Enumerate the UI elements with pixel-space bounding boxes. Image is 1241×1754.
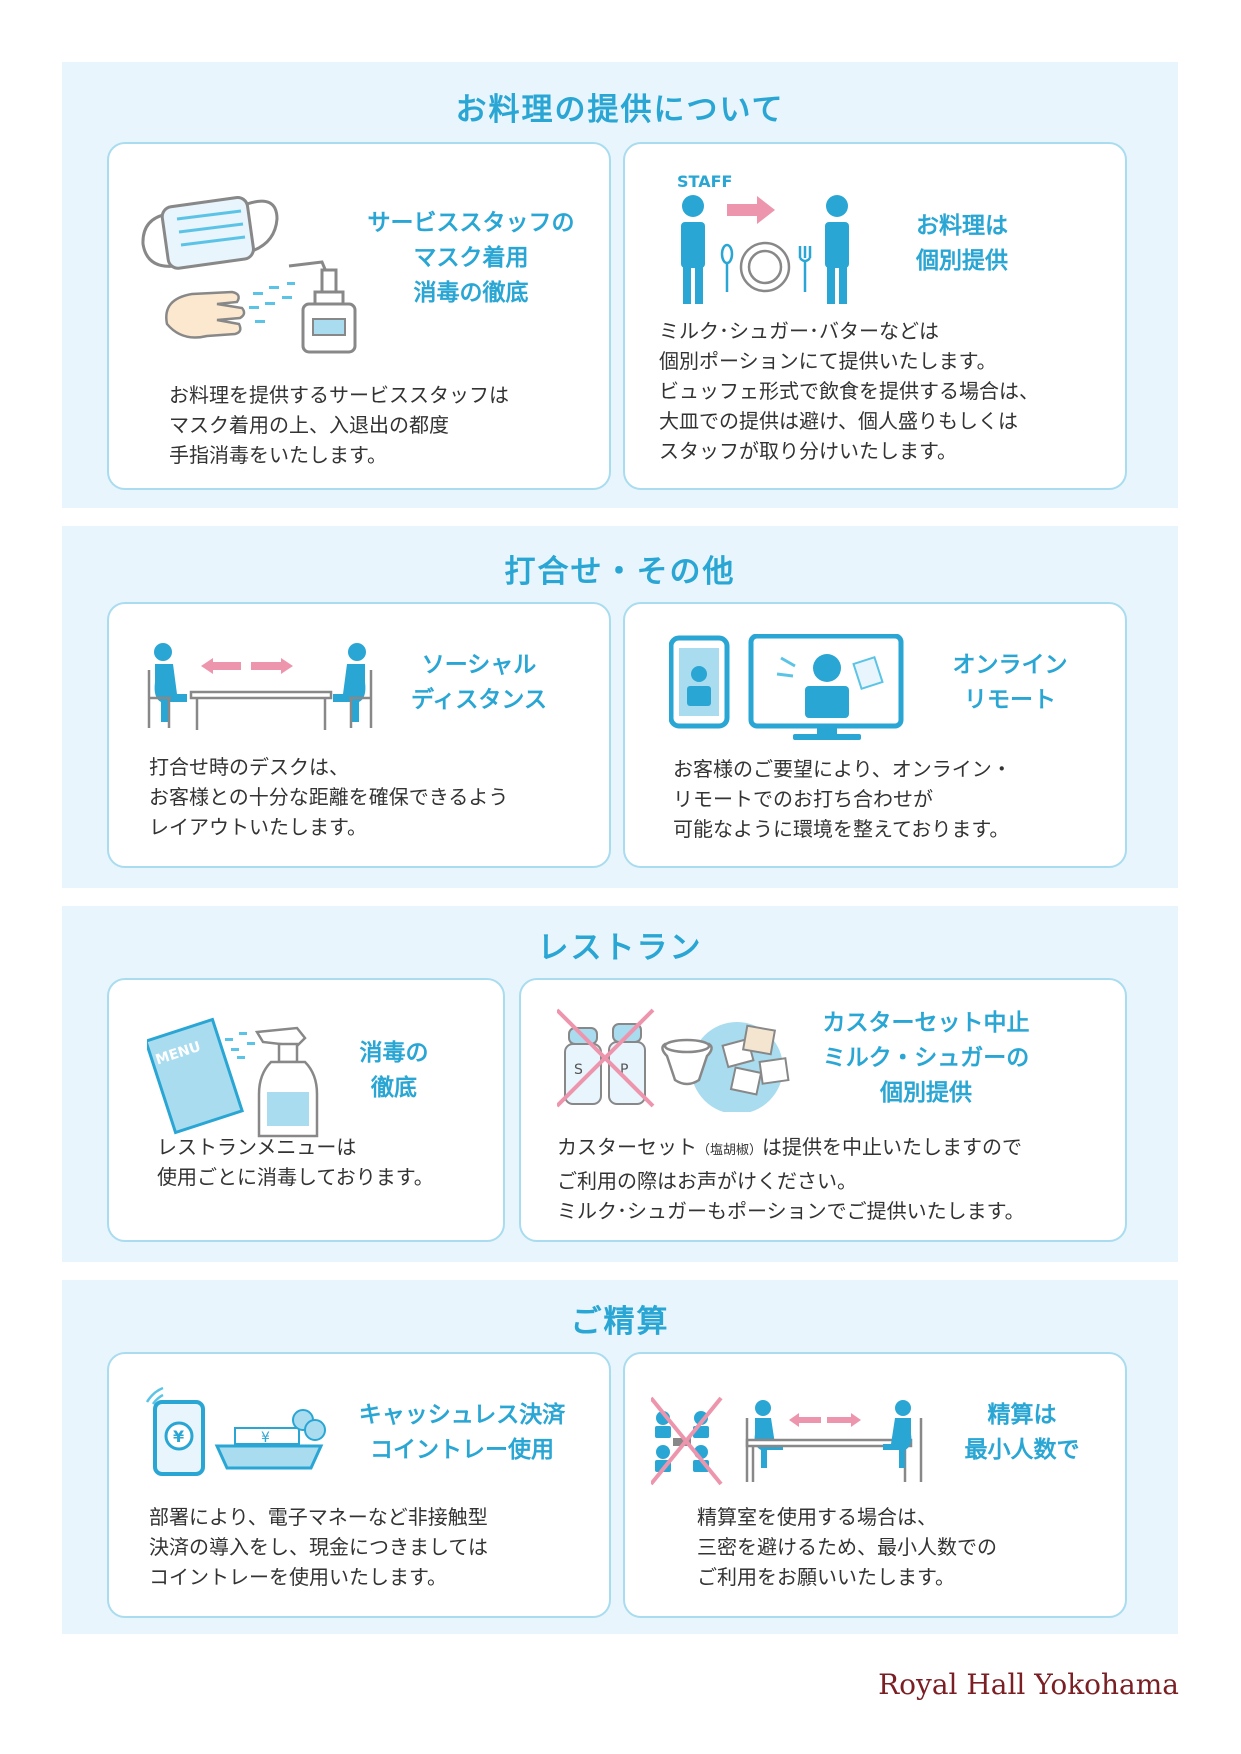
card-staff-mask: サービススタッフの マスク着用 消毒の徹底 お料理を提供するサービススタッフは …	[107, 142, 611, 490]
fork-icon	[798, 246, 812, 292]
venue-name: Royal Hall Yokohama	[878, 1668, 1179, 1701]
person-right-icon	[333, 643, 366, 722]
chair-right-icon	[349, 670, 373, 728]
person-left-icon	[754, 1400, 783, 1468]
section-food-service: お料理の提供について	[62, 62, 1178, 508]
spray-bottle-icon	[254, 1026, 319, 1138]
individual-serving-illustration	[681, 195, 849, 304]
section-restaurant: レストラン MENU 消毒の 徹底 レストランメニューは 使用ごとに消毒しており…	[62, 906, 1178, 1262]
yen-symbol: ¥	[173, 1427, 184, 1446]
card-caster-set: S P カスターセット中止 ミルク・シュガーの 個別提供	[519, 978, 1127, 1242]
card-heading: 精算は 最小人数で	[964, 1402, 1080, 1463]
card-heading: カスターセット中止 ミルク・シュガーの 個別提供	[822, 1010, 1030, 1106]
section-title: ご精算	[570, 1304, 670, 1340]
spoon-icon	[720, 243, 734, 292]
card-description: 打合せ時のデスクは、 お客様との十分な距離を確保できるよう レイアウトいたします…	[149, 755, 509, 839]
card-individual-serving: STAFF	[623, 142, 1127, 490]
double-arrow-icon	[789, 1413, 861, 1427]
minimum-people-illustration	[651, 1396, 923, 1486]
yen-symbol: ¥	[261, 1430, 270, 1446]
arrow-right-icon	[727, 196, 775, 224]
card-menu-disinfection: MENU 消毒の 徹底 レストランメニューは 使用ごとに消毒しております。	[107, 978, 505, 1242]
card-heading: キャッシュレス決済 コイントレー使用	[358, 1402, 566, 1463]
card-minimum-people: 精算は 最小人数で 精算室を使用する場合は、 三密を避けるため、最小人数での ご…	[623, 1352, 1127, 1618]
card-cashless: ¥ ¥ キャッシュレス決済 コイントレー使用 部署により、電子マネーなど非接触型…	[107, 1352, 611, 1618]
caster-set-text: カスターセット	[557, 1135, 697, 1159]
prohibited-cross-icon	[557, 1008, 655, 1108]
sanitizer-bottle-icon	[288, 260, 357, 354]
double-arrow-icon	[201, 658, 293, 674]
spray-dots	[225, 1032, 255, 1059]
card-description: カスターセット（塩胡椒）は提供を中止いたしますので ご利用の際はお声がけください…	[557, 1132, 1025, 1226]
smartphone-pay-icon: ¥	[153, 1400, 205, 1476]
card-description: お料理を提供するサービススタッフは マスク着用の上、入退出の都度 手指消毒をいた…	[169, 383, 509, 467]
person-left-icon	[154, 643, 187, 722]
salt-pepper-note: （塩胡椒）	[697, 1143, 763, 1158]
card-heading: ソーシャル ディスタンス	[411, 652, 547, 713]
card-description: 部署により、電子マネーなど非接触型 決済の導入をし、現金につきましては コイント…	[149, 1505, 488, 1589]
section-title: 打合せ・その他	[504, 554, 736, 590]
menu-book-icon: MENU	[147, 1017, 245, 1135]
person-right-icon	[883, 1400, 912, 1468]
social-distance-illustration	[147, 643, 373, 730]
mask-sanitizer-illustration	[141, 195, 357, 354]
section-payment: ご精算 ¥ ¥ キャッシュレス決済 コイントレー使用 部署により、電子マネーなど…	[62, 1280, 1178, 1634]
table-icon	[189, 690, 333, 730]
section-title: レストラン	[537, 930, 703, 966]
menu-spray-illustration: MENU	[147, 1017, 319, 1138]
card-online-remote: オンライン リモート お客様のご要望により、オンライン・ リモートでのお打ち合わ…	[623, 602, 1127, 868]
caster-portion-illustration: S P	[557, 1008, 790, 1112]
card-description: お客様のご要望により、オンライン・ リモートでのお打ち合わせが 可能なように環境…	[673, 757, 1012, 841]
pepper-label: P	[620, 1062, 628, 1078]
plate-icon	[739, 241, 791, 293]
card-description: 精算室を使用する場合は、 三密を避けるため、最小人数での ご利用をお願いいたしま…	[697, 1505, 997, 1589]
guest-person-icon	[825, 195, 849, 304]
card-heading: お料理は 個別提供	[916, 213, 1008, 274]
online-remote-illustration	[669, 634, 904, 740]
coin-tray-icon: ¥	[214, 1409, 326, 1470]
card-heading: オンライン リモート	[952, 652, 1068, 713]
section-title: お料理の提供について	[455, 92, 785, 128]
staff-label: STAFF	[677, 172, 733, 191]
smartphone-icon	[669, 635, 730, 729]
cashless-illustration: ¥ ¥	[145, 1386, 326, 1476]
hand-icon	[165, 290, 246, 339]
sugar-cube-icon	[721, 1024, 790, 1096]
staff-person-icon	[681, 195, 705, 304]
mask-icon	[141, 195, 279, 270]
card-heading: 消毒の 徹底	[359, 1040, 429, 1101]
monitor-icon	[748, 634, 904, 740]
prohibited-cross-icon	[651, 1396, 723, 1486]
card-social-distance: ソーシャル ディスタンス 打合せ時のデスクは、 お客様との十分な距離を確保できる…	[107, 602, 611, 868]
card-heading: サービススタッフの マスク着用 消毒の徹底	[367, 210, 575, 306]
chair-left-icon	[147, 670, 171, 728]
salt-label: S	[574, 1062, 583, 1078]
section-meetings: 打合せ・その他	[62, 526, 1178, 888]
card-description: ミルク･シュガー･バターなどは 個別ポーションにて提供いたします。 ビュッフェ形…	[659, 319, 1039, 463]
wireless-signal-icon	[145, 1386, 164, 1405]
spray-dots	[249, 282, 295, 323]
caster-set-rest: は提供を中止いたしますので ご利用の際はお声がけください。 ミルク･シュガーもポ…	[557, 1135, 1025, 1223]
card-description: レストランメニューは 使用ごとに消毒しております。	[157, 1135, 434, 1189]
